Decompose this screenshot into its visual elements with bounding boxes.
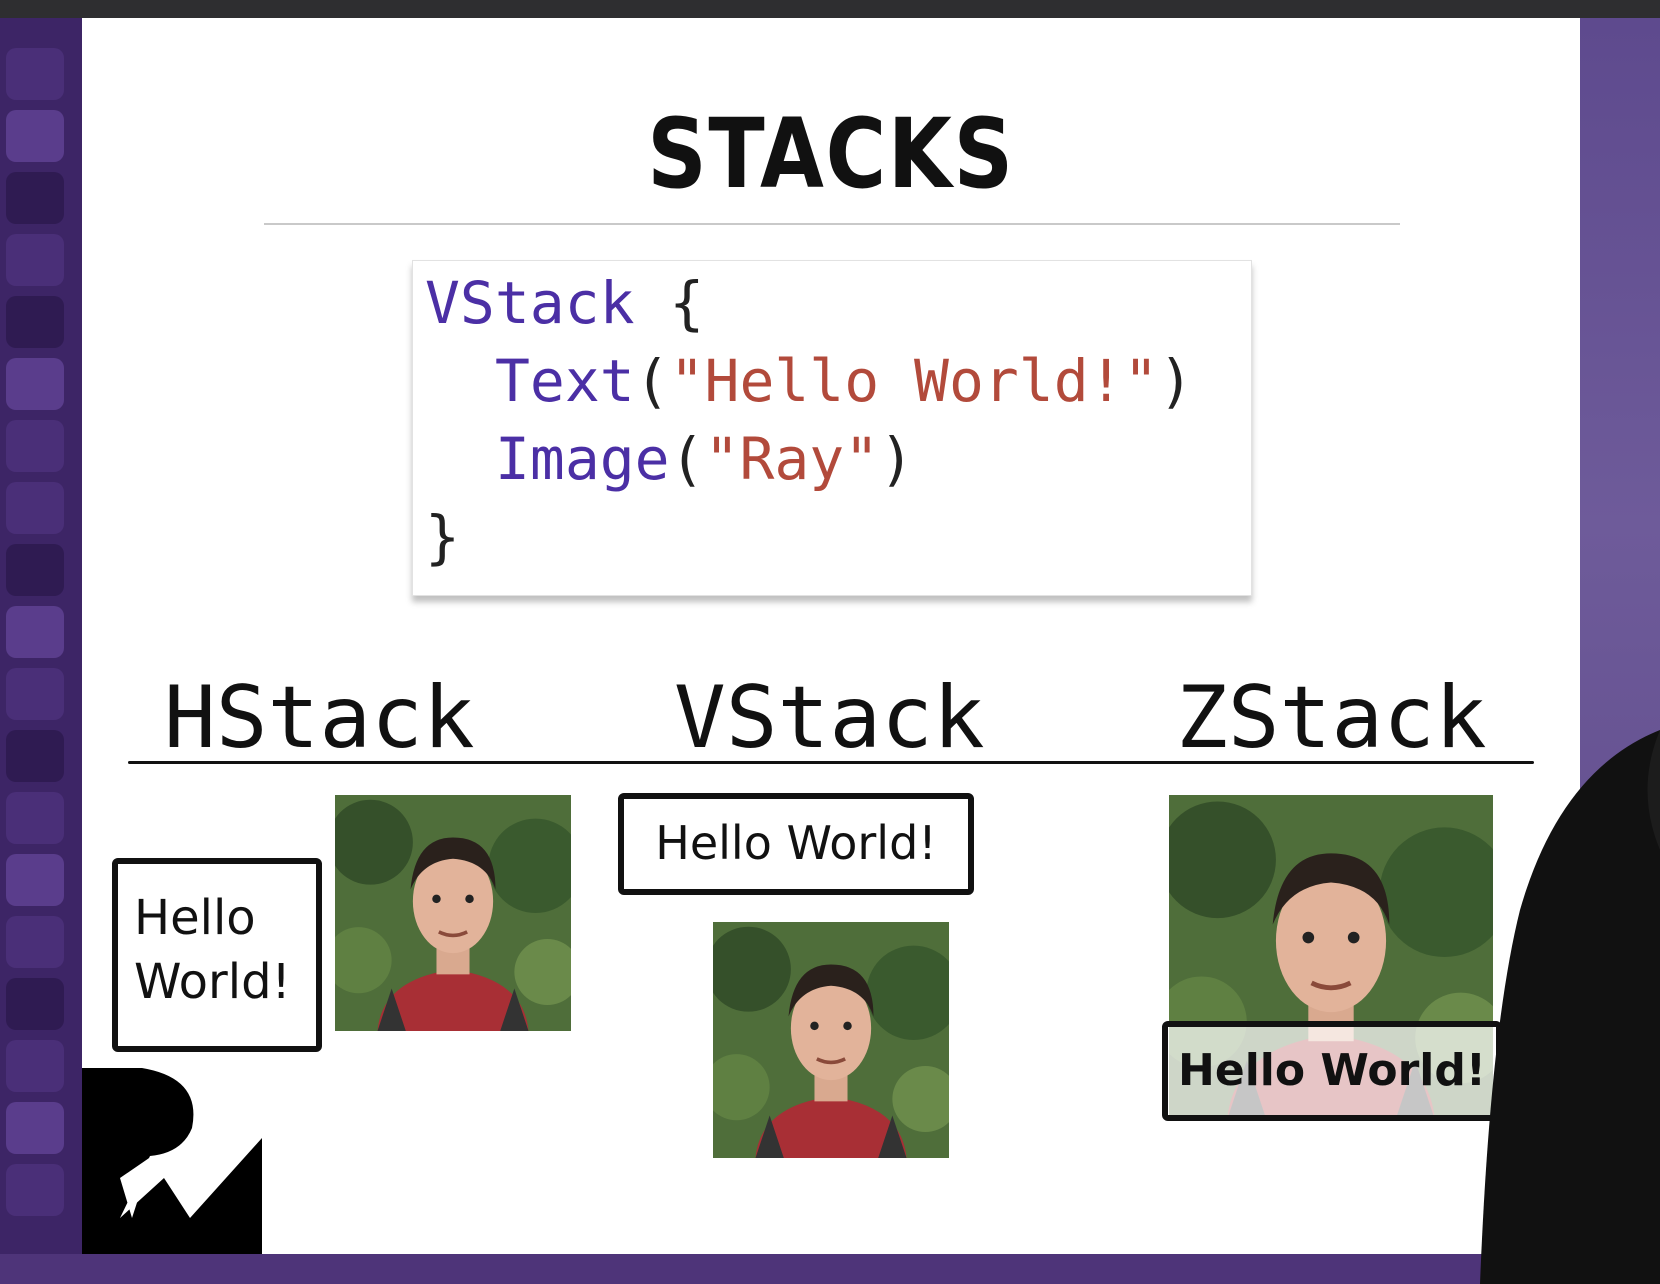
purple-background-left <box>0 18 82 1284</box>
code-line-4: } <box>425 503 460 571</box>
zstack-hello-text-box: Hello World! <box>1162 1021 1502 1121</box>
vstack-hello-text-box: Hello World! <box>618 793 974 895</box>
tile-pattern <box>6 48 70 1226</box>
code-line-2: Text("Hello World!") <box>495 347 1194 415</box>
code-line-3: Image("Ray") <box>495 425 915 493</box>
hstack-ray-photo <box>335 795 571 1031</box>
hstack-label: HStack <box>164 668 475 768</box>
vstack-label: VStack <box>674 668 985 768</box>
stack-divider <box>128 761 1534 764</box>
hstack-hello-text-box: Hello World! <box>112 858 322 1052</box>
title-divider <box>264 223 1400 225</box>
zstack-label: ZStack <box>1176 668 1487 768</box>
code-card: VStack { Text("Hello World!") Image("Ray… <box>412 260 1252 596</box>
purple-background-bottom <box>0 1254 1660 1284</box>
slide: STACKS VStack { Text("Hello World!") Ima… <box>82 18 1580 1254</box>
vstack-ray-photo <box>713 922 949 1158</box>
presenter-silhouette <box>1480 730 1660 1284</box>
raywenderlich-logo <box>82 1068 262 1254</box>
code-line-1: VStack { <box>425 269 705 337</box>
window-top-strip <box>0 0 1660 18</box>
slide-title: STACKS <box>647 98 1015 210</box>
